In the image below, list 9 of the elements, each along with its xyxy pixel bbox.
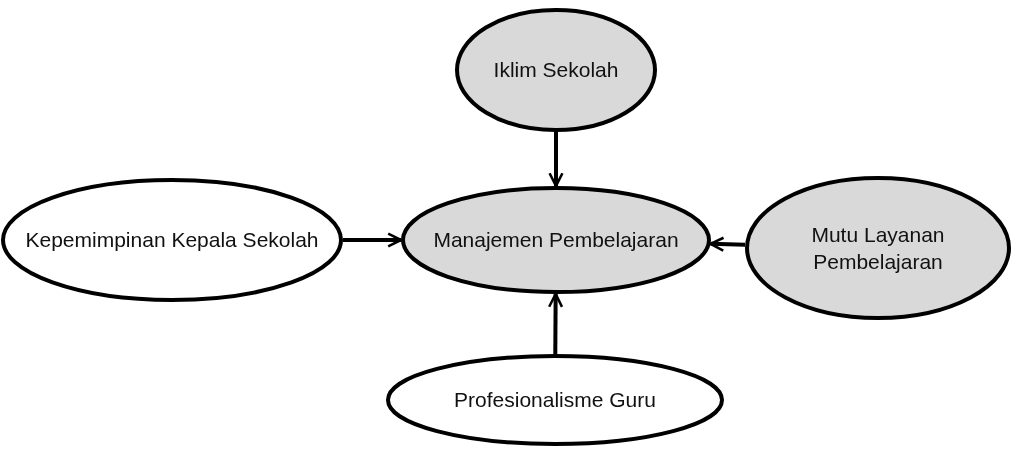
node-label: Kepemimpinan Kepala Sekolah bbox=[24, 227, 320, 254]
arrow bbox=[548, 132, 564, 188]
node-label: Iklim Sekolah bbox=[492, 57, 620, 84]
arrow bbox=[709, 236, 746, 252]
node-label: Profesionalisme Guru bbox=[453, 387, 657, 414]
arrow bbox=[547, 292, 564, 354]
arrow bbox=[343, 232, 403, 248]
node-label: Manajemen Pembelajaran bbox=[432, 227, 680, 254]
node-label: Mutu Layanan Pembelajaran bbox=[810, 221, 946, 275]
